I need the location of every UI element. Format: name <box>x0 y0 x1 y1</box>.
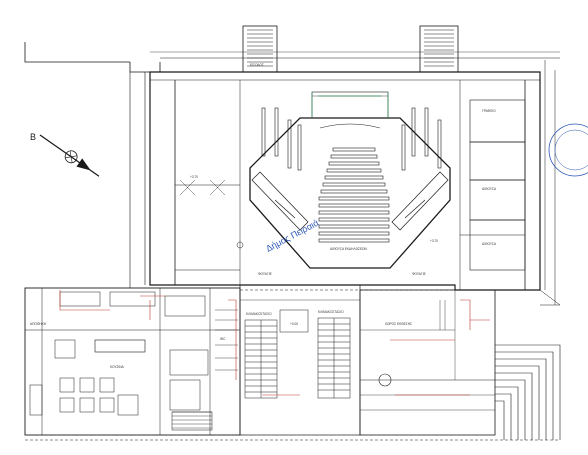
label-foyer-left: ΦΟΥΑΓΙΕ <box>258 272 272 276</box>
diagonal-wings <box>251 171 449 231</box>
stair-core-mid <box>317 317 351 399</box>
label-wc: WC <box>220 337 226 341</box>
dashed-guides <box>25 289 560 441</box>
label-hall-right: ΧΩΡΟΣ ΕΚΘΕΣΗΣ <box>385 322 412 326</box>
right-rooms <box>460 99 526 271</box>
room-labels: ΓΡΑΦΕΙΟ ΑΙΘΟΥΣΑ ΑΙΘΟΥΣΑ ΑΙΘΟΥΣΑ ΕΚΔΗΛΩΣΕ… <box>30 63 497 369</box>
red-annotations <box>59 290 490 396</box>
north-arrow-icon <box>39 134 100 177</box>
right-lower-hall <box>359 289 496 436</box>
seal-icon <box>548 123 588 177</box>
label-storage: ΑΠΟΘΗΚΗ <box>30 322 47 326</box>
label-level-2: +3.70 <box>430 239 438 243</box>
label-level-3: +0.00 <box>290 322 298 326</box>
stair-core-left <box>244 319 278 399</box>
label-right-room-2: ΑΙΘΟΥΣΑ <box>482 242 497 246</box>
side-galleries <box>261 107 442 171</box>
label-top-right-room: ΓΡΑΦΕΙΟ <box>482 109 496 113</box>
west-wing <box>24 287 241 436</box>
label-auditorium: ΑΙΘΟΥΣΑ ΕΚΔΗΛΩΣΕΩΝ <box>330 247 367 251</box>
right-edge <box>539 60 561 306</box>
left-rooms <box>175 179 244 271</box>
west-wing-steps <box>172 411 212 429</box>
auditorium-seating <box>318 147 390 243</box>
label-stair-left: ΚΛΙΜΑΚΟΣΤΑΣΙΟ <box>246 312 272 316</box>
label-level-1: +3.70 <box>190 175 198 179</box>
left-corridor <box>129 72 151 288</box>
label-stair-mid: ΚΛΙΜΑΚΟΣΤΑΣΙΟ <box>318 310 344 314</box>
label-kitchen: ΚΟΥΖΙΝΑ <box>110 365 125 369</box>
top-tower-right <box>419 25 459 73</box>
bleacher-steps <box>495 344 561 440</box>
north-label: Β <box>30 132 36 142</box>
label-foyer-right: ΦΟΥΑΓΙΕ <box>412 272 426 276</box>
building-outline <box>149 71 541 291</box>
label-right-room-1: ΑΙΘΟΥΣΑ <box>482 187 497 191</box>
label-entrance: ΕΙΣΟΔΟΣ <box>250 63 264 67</box>
site-boundary <box>24 42 560 73</box>
green-accents <box>311 92 389 118</box>
